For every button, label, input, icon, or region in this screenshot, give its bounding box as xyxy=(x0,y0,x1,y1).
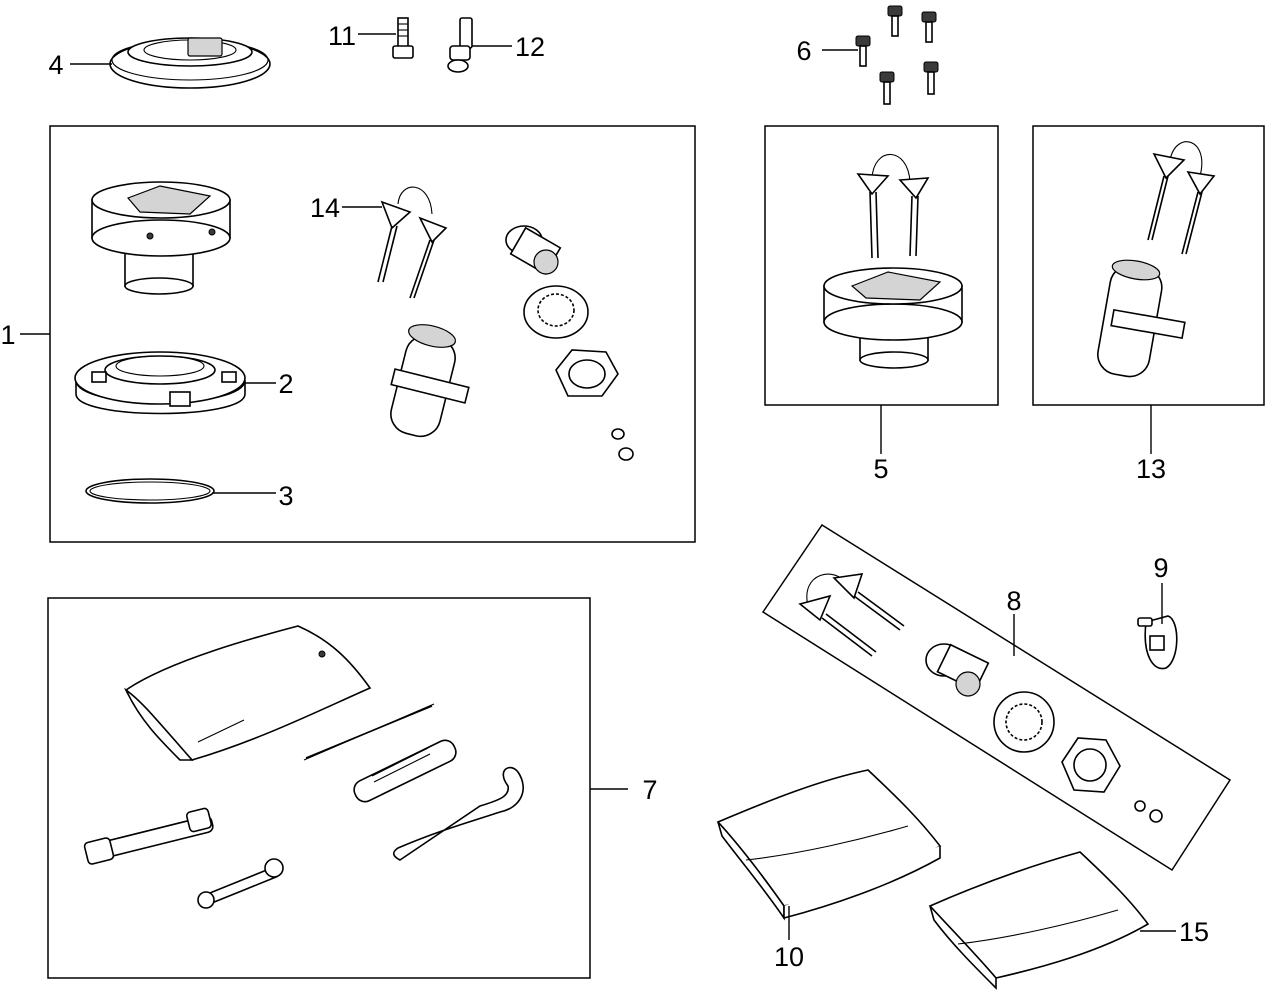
callout-2: 2 xyxy=(278,369,293,399)
bezel-ring-part xyxy=(109,37,271,89)
callout-8: 8 xyxy=(1006,586,1021,616)
keys-part-14 xyxy=(377,186,448,299)
star-washer-part xyxy=(523,285,589,339)
leader-lines xyxy=(20,33,1176,940)
tool-pouch-part xyxy=(123,625,372,761)
lock-cylinder-part xyxy=(390,324,470,438)
lock-set-part-8 xyxy=(798,573,1163,823)
callout-5: 5 xyxy=(873,454,888,484)
pad-part-10 xyxy=(716,769,942,921)
fuel-cap-part xyxy=(91,181,231,295)
small-washers-part xyxy=(611,428,634,461)
cap-with-keys-part-5 xyxy=(823,154,963,369)
hex-nut-part xyxy=(555,349,619,397)
callout-11: 11 xyxy=(328,21,356,51)
o-ring-part-3 xyxy=(85,478,215,504)
open-wrench-part xyxy=(197,858,284,909)
callout-12: 12 xyxy=(515,32,545,62)
handle-part xyxy=(353,739,457,803)
hook-wrench-part xyxy=(392,766,524,861)
callout-10: 10 xyxy=(774,942,804,972)
lock-cam-part-9 xyxy=(1137,615,1178,670)
kit-frame-7 xyxy=(47,597,591,979)
callout-6: 6 xyxy=(796,36,811,66)
screw-part-12 xyxy=(447,17,473,73)
kit-frame-8 xyxy=(761,523,1232,872)
socket-wrench-part xyxy=(83,807,214,865)
callout-14: 14 xyxy=(310,193,340,223)
callout-13: 13 xyxy=(1136,454,1166,484)
callout-7: 7 xyxy=(642,775,657,805)
lock-with-keys-part-13 xyxy=(1097,141,1216,378)
screwdriver-part xyxy=(303,703,435,761)
callout-9: 9 xyxy=(1153,553,1168,583)
callout-3: 3 xyxy=(278,481,293,511)
pad-part-15 xyxy=(928,851,1150,990)
callout-1: 1 xyxy=(0,320,15,350)
tumbler-part xyxy=(505,225,562,275)
o-ring-inner xyxy=(89,481,211,501)
bolt-part-11 xyxy=(392,17,414,59)
callout-15: 15 xyxy=(1179,917,1209,947)
base-flange-part-2 xyxy=(74,351,246,415)
screws-part-6 xyxy=(855,5,939,105)
callout-4: 4 xyxy=(48,50,63,80)
kit-frame-13 xyxy=(1032,125,1265,406)
